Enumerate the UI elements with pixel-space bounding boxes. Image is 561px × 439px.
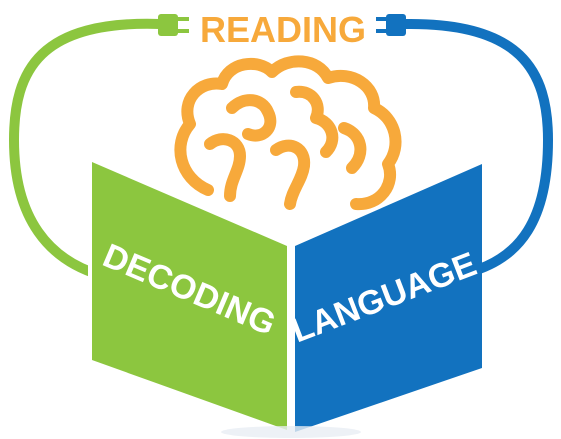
book-icon bbox=[88, 160, 482, 438]
language-panel bbox=[295, 164, 482, 432]
left-plug-icon bbox=[8, 14, 189, 280]
brain-icon bbox=[174, 55, 402, 211]
title: READING bbox=[200, 9, 366, 50]
right-plug-icon bbox=[376, 14, 554, 277]
decoding-panel bbox=[92, 162, 287, 430]
right-cable bbox=[399, 18, 554, 277]
left-cable bbox=[8, 18, 165, 280]
